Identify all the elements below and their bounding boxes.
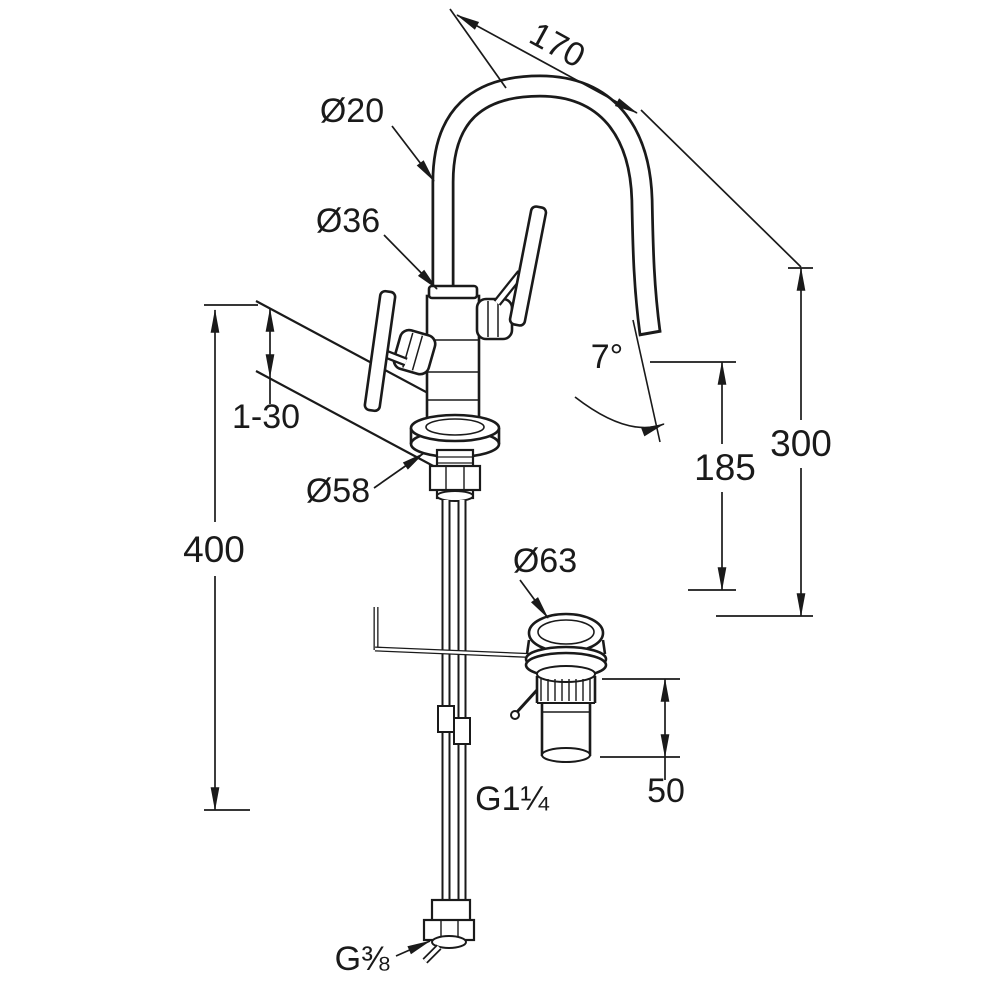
body-top-cap — [427, 284, 479, 300]
right-handle-grip — [508, 205, 548, 327]
waste-neck-left — [525, 639, 531, 655]
dimension-lines — [204, 8, 813, 957]
dimension-labels: 170 Ø20 Ø36 1-30 400 Ø58 Ø63 185 300 7° … — [183, 15, 832, 978]
waste-lever-arm — [515, 688, 539, 714]
dim-label-deck-thickness: 1-30 — [232, 398, 300, 436]
faucet-body — [425, 294, 481, 432]
bottom-elbow — [430, 898, 472, 924]
left-housing-joint — [411, 335, 424, 371]
dim-label-waste-body-height: 50 — [647, 772, 685, 810]
spout-angle-axis — [632, 319, 661, 443]
popup-rod-horizontal-fill — [374, 647, 543, 658]
dim-label-body-diameter: Ø36 — [316, 202, 380, 240]
dim-label-waste-thread: G1¼ — [475, 780, 549, 818]
hose-fitting-right — [453, 717, 471, 745]
leader-waste-diameter — [519, 579, 549, 619]
dim-label-spout-reach: 170 — [523, 15, 591, 76]
dim-label-overall-height: 300 — [770, 423, 832, 464]
bottom-stub-fill — [423, 945, 441, 963]
dim-label-spout-angle: 7° — [591, 338, 624, 376]
waste-dome-inner — [537, 619, 595, 645]
leader-base-diameter — [373, 452, 425, 489]
ext-line-170-to-300 — [640, 109, 802, 268]
dim-line-170 — [456, 14, 638, 114]
waste-tail-bottom — [541, 747, 591, 763]
shank-base — [436, 490, 474, 502]
leader-supply-thread — [395, 940, 431, 957]
waste-lever-ball — [510, 710, 520, 720]
hose-fitting-left — [437, 705, 455, 733]
mounting-nut — [428, 464, 482, 492]
dim-label-outlet-height: 185 — [694, 447, 756, 488]
dim-label-base-diameter: Ø58 — [306, 472, 370, 510]
spout-angle-arc-arrow — [574, 396, 665, 437]
waste-body-shoulder — [536, 665, 596, 683]
dim-label-height-total: 400 — [183, 529, 245, 570]
spout-outlet-tip — [638, 329, 662, 337]
deck-bottom-line — [255, 370, 438, 469]
faucet — [363, 74, 662, 964]
dim-label-spout-diameter: Ø20 — [320, 92, 384, 130]
right-handle-housing — [475, 297, 514, 341]
dim-label-supply-thread: G⅜ — [335, 940, 390, 978]
bottom-fitting-base — [431, 935, 467, 949]
waste-neck-right — [601, 639, 607, 655]
leader-body-diameter — [383, 234, 438, 290]
ext-line-170-left — [449, 8, 507, 89]
left-handle-grip — [363, 289, 397, 413]
leader-spout-diameter — [391, 125, 435, 182]
base-flange-inner-ring — [425, 418, 485, 436]
dim-label-waste-cap-diameter: Ø63 — [513, 542, 577, 580]
